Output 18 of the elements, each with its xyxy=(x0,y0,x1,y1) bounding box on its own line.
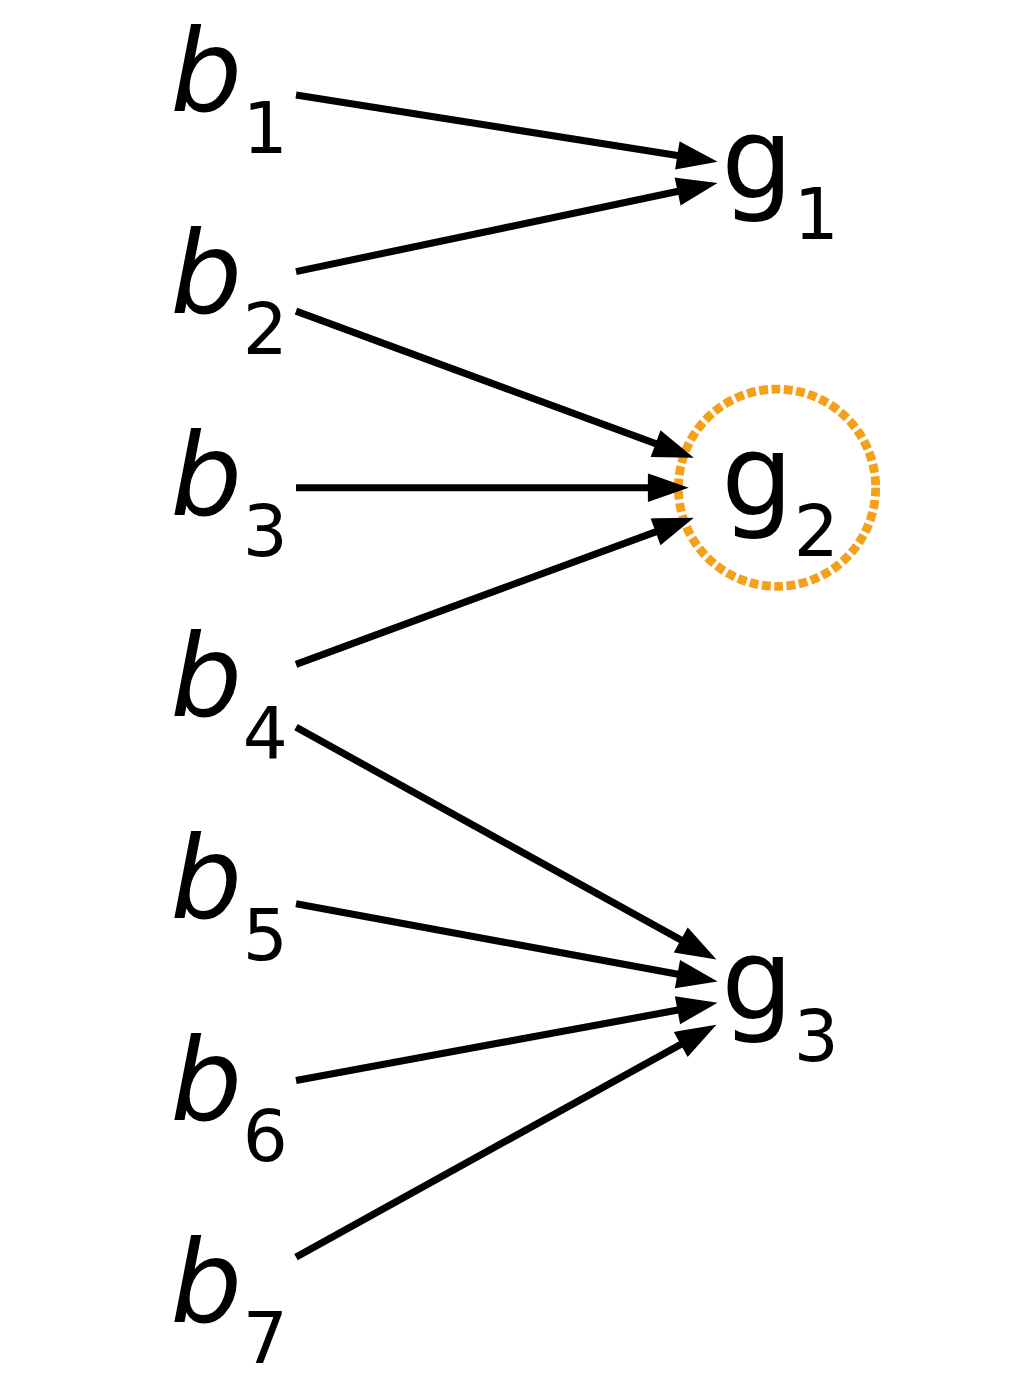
arrow xyxy=(295,900,718,989)
arrow xyxy=(294,307,694,458)
arrow xyxy=(295,996,718,1084)
node-text: b$_{2}$ xyxy=(170,207,288,372)
node-text: b$_{5}$ xyxy=(170,813,288,977)
arrow xyxy=(295,91,718,170)
arrow xyxy=(294,517,694,668)
node-text: b$_{4}$ xyxy=(170,611,288,775)
arrow xyxy=(294,724,717,960)
node-text: g$_{1}$ xyxy=(721,92,839,257)
arrow xyxy=(295,177,718,276)
arrow xyxy=(294,1024,717,1261)
node-text: g$_{3}$ xyxy=(721,914,839,1078)
node-text: b$_{6}$ xyxy=(170,1014,288,1179)
node-circle: g$_{2}$ xyxy=(674,384,881,591)
node-text: b$_{3}$ xyxy=(170,409,288,574)
node-text: b$_{1}$ xyxy=(170,6,288,170)
node-text: b$_{7}$ xyxy=(170,1216,288,1379)
